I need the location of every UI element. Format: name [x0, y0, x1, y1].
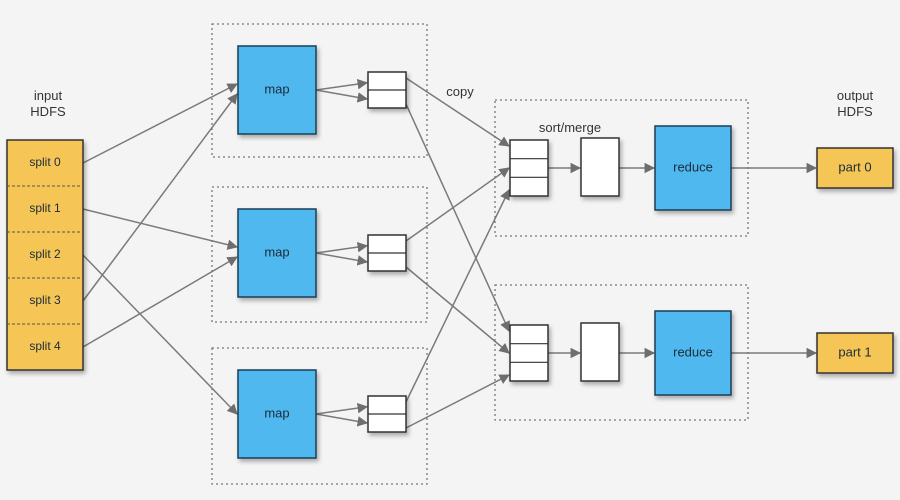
split-1: split 1: [29, 201, 61, 215]
map-to-buffer-arrow: [315, 252, 369, 266]
copy-arrow: [405, 189, 510, 403]
output-label-line2: HDFS: [837, 104, 873, 119]
split-to-map-arrow: [82, 208, 239, 250]
output-part-box: [816, 332, 894, 374]
copy-arrow: [405, 266, 510, 354]
split-to-map-arrow: [82, 93, 238, 302]
output-label-line1: output: [836, 88, 874, 103]
input-hdfs-label: input HDFS: [18, 88, 78, 120]
copy-arrow: [405, 103, 510, 332]
map-task-group: [211, 23, 428, 158]
part-label-1: part 1: [838, 344, 871, 359]
split-2: split 2: [29, 247, 61, 261]
output-hdfs-label: output HDFS: [825, 88, 885, 120]
sort-merge-label: sort/merge: [538, 120, 602, 135]
split-4: split 4: [29, 339, 61, 353]
output-part-box: [816, 147, 894, 189]
copy-arrow: [405, 374, 510, 429]
map-label-2: map: [264, 405, 289, 420]
map-to-buffer-arrow: [315, 402, 369, 415]
copy-label: copy: [446, 84, 474, 99]
sorted-buffer: [580, 137, 620, 197]
reduce-label-0: reduce: [673, 159, 713, 174]
sorted-buffer: [580, 322, 620, 382]
split-to-map-arrow: [82, 256, 238, 348]
part-label-0: part 0: [838, 159, 871, 174]
map-label-1: map: [264, 244, 289, 259]
map-box: [237, 45, 317, 135]
copy-arrow: [405, 167, 510, 242]
map-label-0: map: [264, 81, 289, 96]
merge-buffer: [509, 324, 549, 382]
input-splits-column: [6, 139, 84, 371]
map-to-buffer-arrow: [315, 78, 369, 91]
reduce-box: [654, 125, 732, 211]
input-label-line2: HDFS: [30, 104, 66, 119]
reduce-label-1: reduce: [673, 344, 713, 359]
split-0: split 0: [29, 155, 61, 169]
split-3: split 3: [29, 293, 61, 307]
input-label-line1: input: [33, 88, 63, 103]
copy-arrow: [405, 77, 510, 147]
map-box: [237, 369, 317, 459]
map-to-buffer-arrow: [315, 241, 369, 254]
split-to-map-arrow: [82, 254, 238, 415]
map-to-buffer-arrow: [315, 89, 369, 103]
merge-buffer: [509, 139, 549, 197]
split-to-map-arrow: [82, 83, 238, 164]
map-box: [237, 208, 317, 298]
reduce-box: [654, 310, 732, 396]
map-to-buffer-arrow: [315, 413, 369, 427]
